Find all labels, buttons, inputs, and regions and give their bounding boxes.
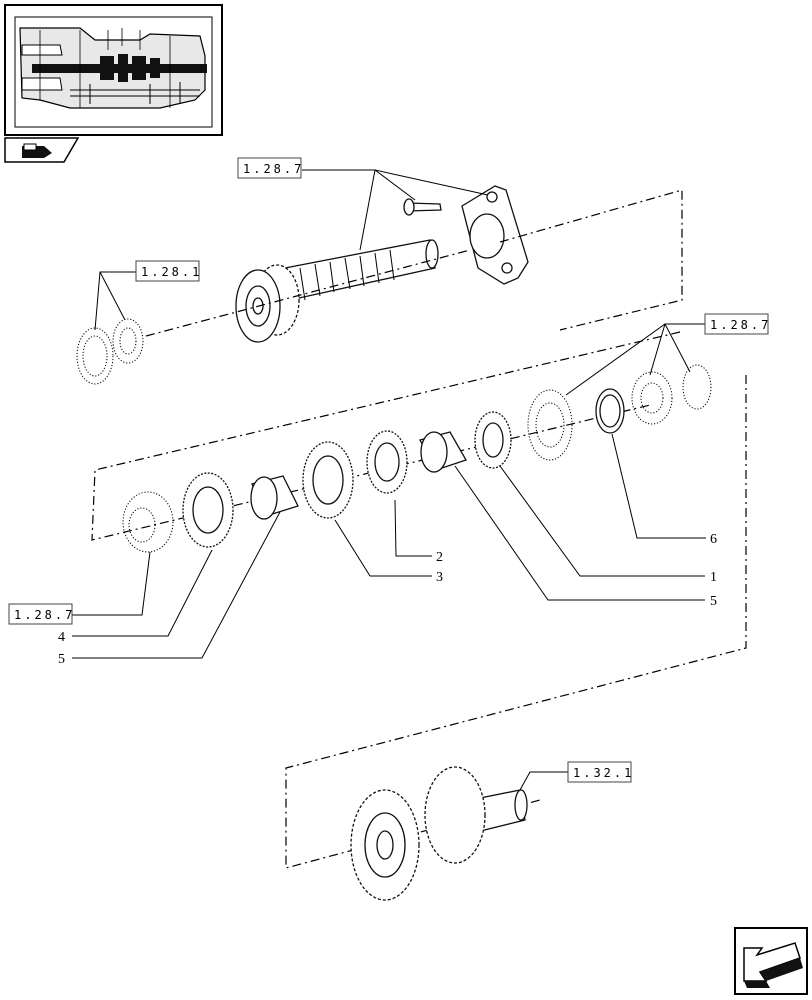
left-bearing <box>122 491 174 553</box>
ref-box-right-bearing[interactable]: 1.28.7 <box>704 313 771 335</box>
callout-6: 6 <box>710 532 717 547</box>
right-bearing-group <box>527 364 712 461</box>
part-6-ring <box>595 388 625 434</box>
input-shaft-gear <box>235 264 300 343</box>
arrow-navigation-icon[interactable] <box>734 927 808 995</box>
transmission-cross-section-thumbnail[interactable] <box>4 4 223 136</box>
ref-box-snap-ring[interactable]: 1.28.1 <box>135 260 202 282</box>
part-4-gear <box>182 472 234 548</box>
callout-4: 4 <box>58 630 65 645</box>
callout-5-right: 5 <box>710 594 717 609</box>
snap-ring-group <box>76 318 144 385</box>
svg-text:1.28.7: 1.28.7 <box>14 608 75 622</box>
bolt <box>403 198 442 216</box>
svg-text:1.32.1: 1.32.1 <box>573 766 634 780</box>
svg-text:1.28.7: 1.28.7 <box>710 318 771 332</box>
part-3-gear <box>302 441 354 519</box>
ref-box-output-shaft[interactable]: 1.32.1 <box>567 761 634 783</box>
part-1-gear <box>474 411 512 469</box>
callout-3: 3 <box>436 570 443 585</box>
part-5-sleeve-left <box>250 475 299 520</box>
part-2-gear <box>366 430 408 494</box>
callout-2: 2 <box>436 550 443 565</box>
svg-text:1.28.1: 1.28.1 <box>141 265 202 279</box>
svg-text:1.28.7: 1.28.7 <box>243 162 304 176</box>
callout-1: 1 <box>710 570 717 585</box>
leader-lines <box>68 169 706 791</box>
tractor-category-icon[interactable] <box>4 137 80 163</box>
output-shaft <box>350 766 528 901</box>
part-5-sleeve-right <box>419 431 467 473</box>
ref-box-input-shaft[interactable]: 1.28.7 <box>237 157 304 179</box>
callout-5-left: 5 <box>58 652 65 667</box>
ref-box-left-bearing[interactable]: 1.28.7 <box>8 603 75 625</box>
upper-shaft-group <box>145 185 683 343</box>
